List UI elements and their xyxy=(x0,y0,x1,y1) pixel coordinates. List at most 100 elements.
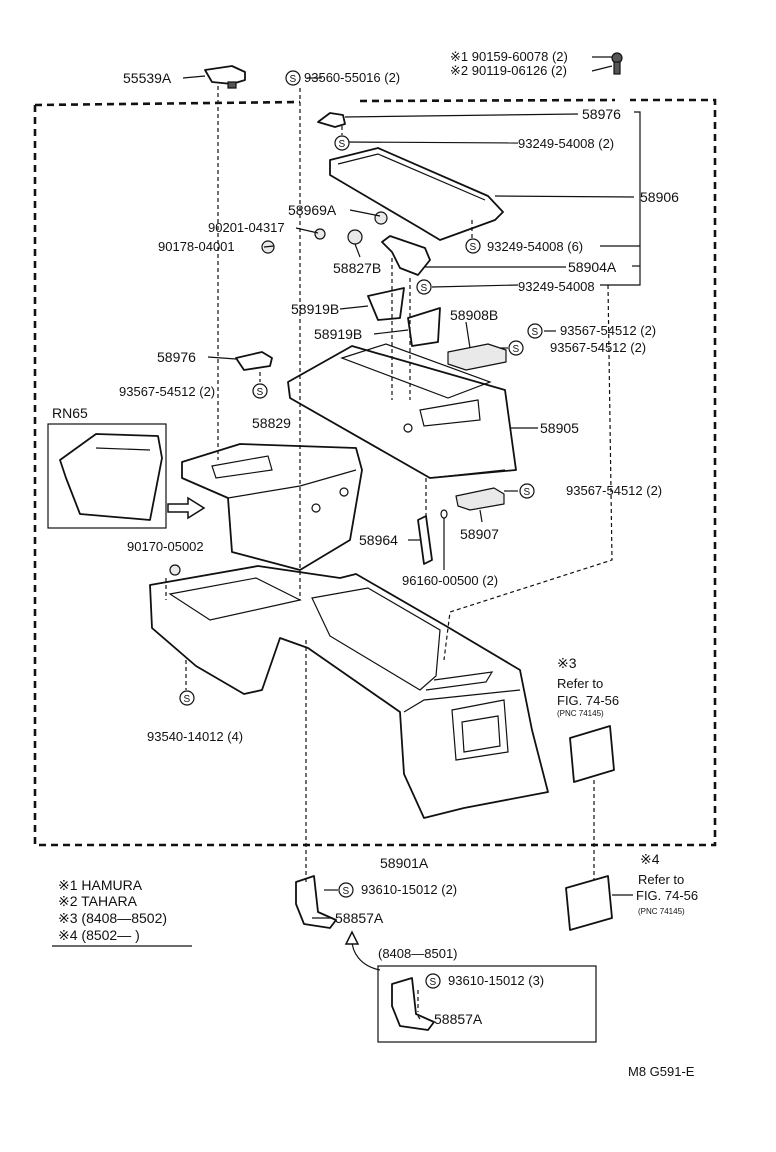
svg-text:FIG. 74-56: FIG. 74-56 xyxy=(636,888,698,903)
legend-4: ※4 (8502— ) xyxy=(58,927,140,943)
figure-code: M8 G591-E xyxy=(628,1064,695,1079)
pad-58919b-lower-shape xyxy=(407,307,441,347)
s-symbol-2: S xyxy=(334,135,350,151)
bracket-58976-group xyxy=(600,111,641,286)
s-symbol-11: S xyxy=(425,973,441,989)
s-symbol-5: S xyxy=(527,323,543,339)
legend-3: ※3 (8408—8502) xyxy=(58,910,167,926)
leader-lines xyxy=(182,56,635,1020)
label-58969a: 58969A xyxy=(288,202,337,218)
svg-text:※4: ※4 xyxy=(640,851,660,867)
label-96160: 96160-00500 (2) xyxy=(402,573,498,588)
label-93610-a: 93610-15012 (2) xyxy=(361,882,457,897)
s-symbol-9: S xyxy=(179,690,195,706)
label-290119: ※2 90119-06126 (2) xyxy=(450,63,567,78)
label-93567-c: 93567-54512 (2) xyxy=(119,384,215,399)
label-55539a: 55539A xyxy=(123,70,172,86)
s-symbol-3: S xyxy=(465,238,481,254)
bracket-58976-left-shape xyxy=(235,351,273,371)
svg-text:S: S xyxy=(421,283,428,294)
s-symbol-6: S xyxy=(508,340,524,356)
label-58976-left: 58976 xyxy=(157,349,196,365)
part-55539a-shape xyxy=(204,65,246,89)
ref3-note: ※3 Refer to FIG. 74-56 (PNC 74145) xyxy=(557,655,619,718)
label-93567-a: 93567-54512 (2) xyxy=(560,323,656,338)
s-symbol-8: S xyxy=(519,483,535,499)
label-58907: 58907 xyxy=(460,526,499,542)
svg-text:Refer to: Refer to xyxy=(557,676,603,691)
console-box-58905-shape xyxy=(287,343,517,479)
label-58829: 58829 xyxy=(252,415,291,431)
svg-text:S: S xyxy=(524,487,531,498)
s-symbol-7: S xyxy=(252,383,268,399)
legend-2: ※2 TAHARA xyxy=(58,893,138,909)
svg-text:S: S xyxy=(257,387,264,398)
label-8408-8501: (8408—8501) xyxy=(378,946,458,961)
pad-58919b-upper-shape xyxy=(367,287,405,321)
plant-legend: ※1 HAMURA ※2 TAHARA ※3 (8408—8502) ※4 (8… xyxy=(52,877,192,947)
label-93249-a: 93249-54008 (2) xyxy=(518,136,614,151)
label-90201: 90201-04317 xyxy=(208,220,285,235)
arrow-rn65 xyxy=(167,496,206,520)
rn65-inset xyxy=(47,423,167,529)
clip-58908b-shape xyxy=(447,343,507,371)
s-symbol-1: S xyxy=(285,70,301,86)
bezel-ref4-shape xyxy=(565,875,613,931)
assembly-boundary xyxy=(33,98,717,847)
svg-text:S: S xyxy=(290,74,297,85)
svg-text:FIG. 74-56: FIG. 74-56 xyxy=(557,693,619,708)
label-93567-d: 93567-54512 (2) xyxy=(566,483,662,498)
strip-58964-shape xyxy=(417,515,433,565)
label-58901a: 58901A xyxy=(380,855,429,871)
label-58964: 58964 xyxy=(359,532,398,548)
label-93540: 93540-14012 (4) xyxy=(147,729,243,744)
svg-text:※3: ※3 xyxy=(557,655,577,671)
collar-58827b-shape xyxy=(347,229,363,245)
label-58827b: 58827B xyxy=(333,260,381,276)
nut-58969a-shape xyxy=(374,211,388,225)
hinge-58904a-shape xyxy=(381,235,431,276)
label-rn65: RN65 xyxy=(52,405,88,421)
svg-text:S: S xyxy=(532,327,539,338)
label-58908b: 58908B xyxy=(450,307,498,323)
label-58905: 58905 xyxy=(540,420,579,436)
legend-1: ※1 HAMURA xyxy=(58,877,143,893)
svg-text:S: S xyxy=(470,242,477,253)
s-symbol-4: S xyxy=(416,279,432,295)
label-58919b-1: 58919B xyxy=(291,301,339,317)
label-58906: 58906 xyxy=(640,189,679,205)
svg-text:(PNC 74145): (PNC 74145) xyxy=(557,709,604,718)
assembly-lines xyxy=(165,86,613,1012)
svg-text:S: S xyxy=(513,344,520,355)
bolt-90159-shape xyxy=(611,52,623,75)
svg-text:S: S xyxy=(339,139,346,150)
label-93567-b: 93567-54512 (2) xyxy=(550,340,646,355)
svg-text:S: S xyxy=(184,694,191,705)
s-symbol-10: S xyxy=(338,882,354,898)
label-90178: 90178-04001 xyxy=(158,239,235,254)
label-58857a-2: 58857A xyxy=(434,1011,483,1027)
tray-58829-shape xyxy=(181,443,363,571)
svg-text:Refer to: Refer to xyxy=(638,872,684,887)
label-93560: 93560-55016 (2) xyxy=(304,70,400,85)
label-90170: 90170-05002 xyxy=(127,539,204,554)
bezel-ref3-shape xyxy=(569,725,615,783)
svg-text:(PNC 74145): (PNC 74145) xyxy=(638,907,685,916)
label-58976-top: 58976 xyxy=(582,106,621,122)
label-58857a-1: 58857A xyxy=(335,910,384,926)
svg-text:S: S xyxy=(343,886,350,897)
clip-58907-shape xyxy=(455,487,505,511)
label-190159: ※1 90159-60078 (2) xyxy=(450,49,568,64)
bracket-58857a-2-shape xyxy=(391,977,435,1031)
armrest-lid-58906-shape xyxy=(329,147,504,241)
ref4-note: ※4 Refer to FIG. 74-56 (PNC 74145) xyxy=(636,851,698,916)
console-58901a-shape xyxy=(149,565,549,819)
label-58919b-2: 58919B xyxy=(314,326,362,342)
variant-8408-8501-box xyxy=(377,965,597,1043)
svg-text:S: S xyxy=(430,977,437,988)
label-93610-b: 93610-15012 (3) xyxy=(448,973,544,988)
bracket-58857a-1-shape xyxy=(295,875,337,929)
bracket-58976-top-shape xyxy=(317,112,346,128)
label-93249-c: 93249-54008 xyxy=(518,279,595,294)
